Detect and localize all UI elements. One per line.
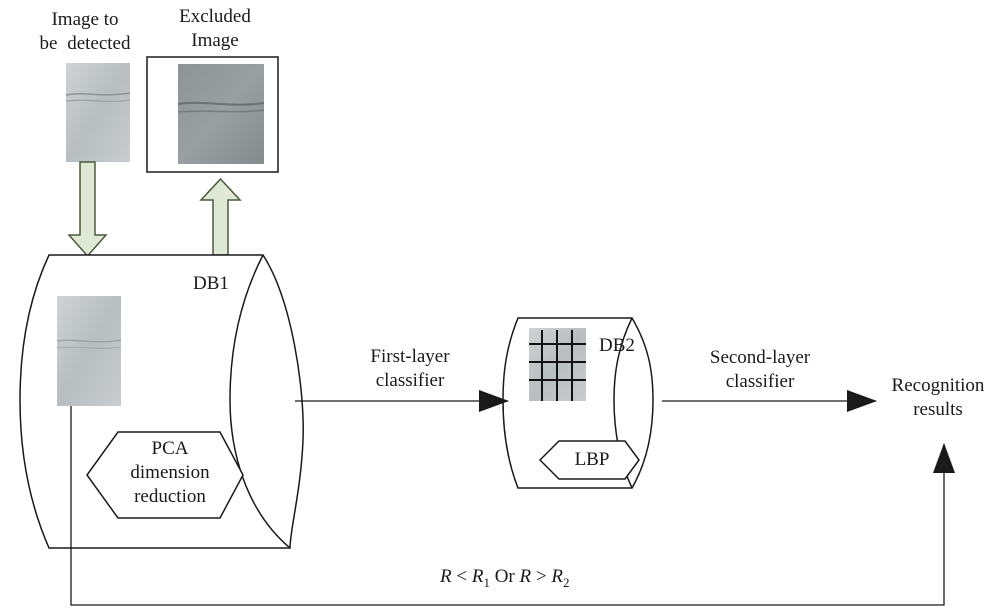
condition-op1: < bbox=[456, 566, 468, 587]
db2-label: DB2 bbox=[599, 335, 635, 356]
second-classifier-label: Second-layer classifier bbox=[690, 346, 830, 394]
recognition-label-line2: results bbox=[913, 399, 963, 420]
excluded-image-label-line1: Excluded bbox=[179, 6, 251, 27]
condition-var1: R bbox=[440, 566, 452, 587]
condition-var2b: R bbox=[551, 566, 563, 587]
lbp-grid-image bbox=[529, 328, 586, 401]
excluded-image-label-line2: Image bbox=[191, 30, 239, 51]
pca-label: PCA dimension reduction bbox=[110, 437, 230, 509]
condition-label: R < R1 Or R > R2 bbox=[440, 566, 569, 591]
db1-label: DB1 bbox=[193, 273, 229, 294]
excluded-image-box bbox=[146, 56, 279, 173]
input-down-arrow bbox=[67, 161, 108, 258]
first-classifier-label: First-layer classifier bbox=[345, 345, 475, 393]
condition-or: Or bbox=[494, 566, 515, 587]
first-classifier-label-line1: First-layer bbox=[370, 346, 450, 367]
input-vein-image bbox=[65, 63, 131, 162]
condition-var1b: R bbox=[471, 566, 484, 587]
pca-hexagon bbox=[86, 431, 244, 519]
condition-sub1: 1 bbox=[483, 574, 490, 590]
recognition-label-line1: Recognition bbox=[891, 375, 985, 396]
lbp-label: LBP bbox=[574, 449, 610, 470]
bypass-path bbox=[70, 406, 955, 606]
condition-op2: > bbox=[535, 566, 547, 587]
input-image-label: Image to be detected bbox=[20, 8, 150, 56]
input-image-label-line2: be bbox=[39, 33, 58, 54]
input-image-label-line3: detected bbox=[67, 33, 131, 54]
second-classifier-label-line2: classifier bbox=[725, 371, 795, 392]
db1-vein-image bbox=[56, 296, 122, 406]
pca-label-line2: dimension bbox=[130, 462, 210, 483]
recognition-label: Recognition results bbox=[883, 374, 993, 422]
excluded-up-arrow bbox=[199, 177, 242, 256]
second-classifier-label-line1: Second-layer bbox=[709, 347, 811, 368]
lbp-hexagon bbox=[538, 440, 640, 480]
condition-var2: R bbox=[519, 566, 532, 587]
excluded-image-label: Excluded Image bbox=[160, 5, 270, 53]
condition-sub2: 2 bbox=[562, 574, 570, 590]
first-classifier-label-line2: classifier bbox=[375, 370, 445, 391]
pca-label-line3: reduction bbox=[134, 486, 206, 507]
pca-label-line1: PCA bbox=[151, 438, 189, 459]
input-image-label-line1: Image to bbox=[51, 9, 119, 30]
